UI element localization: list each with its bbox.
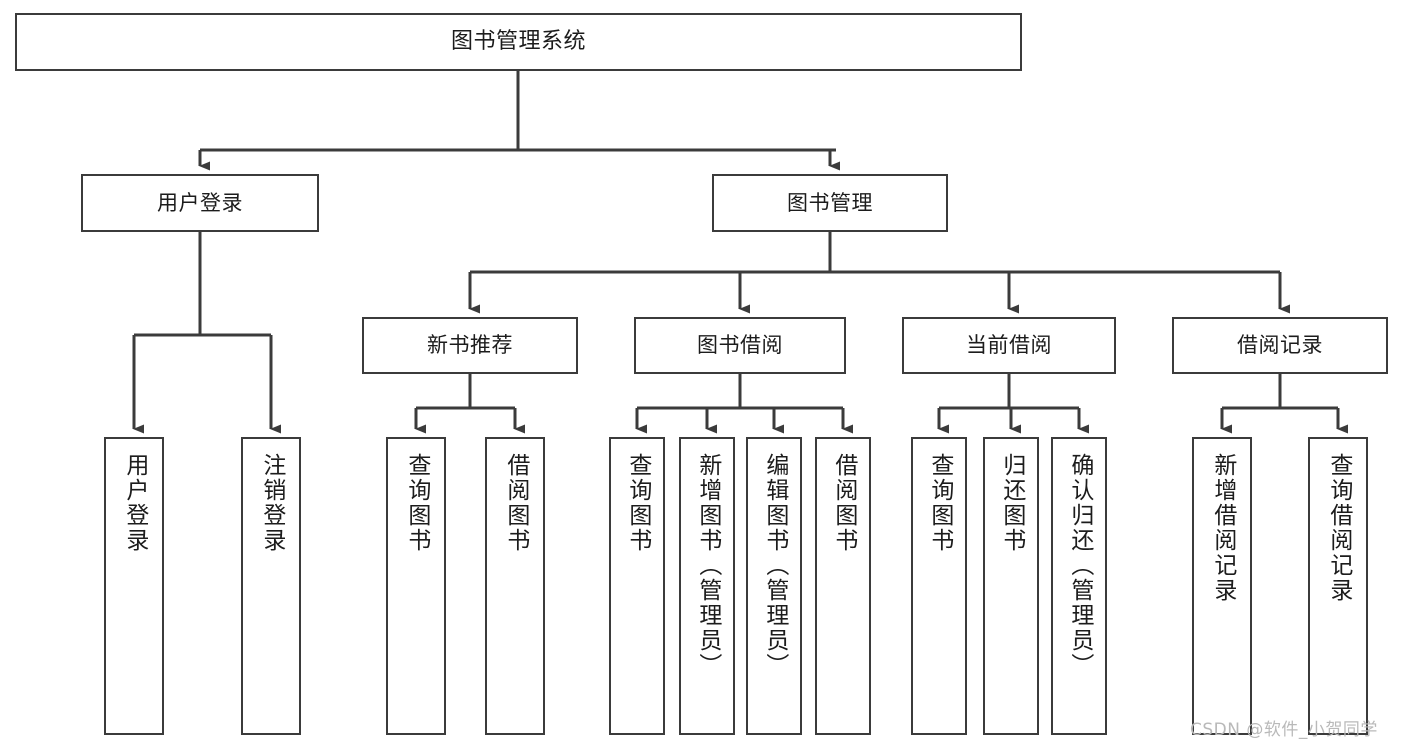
node-leaf-query-book-recommend[interactable]: 查询图书 [386, 437, 446, 735]
node-root-label: 图书管理系统 [450, 29, 586, 55]
node-leaf-borrow-book-label: 借阅图书 [830, 453, 857, 553]
node-leaf-return-book[interactable]: 归还图书 [983, 437, 1039, 735]
node-user-login-label: 用户登录 [157, 190, 243, 215]
node-leaf-user-login[interactable]: 用户登录 [104, 437, 164, 735]
node-leaf-query-book-borrow[interactable]: 查询图书 [609, 437, 665, 735]
node-leaf-edit-book-admin[interactable]: 编辑图书（管理员） [746, 437, 802, 735]
node-leaf-query-book-borrow-label: 查询图书 [624, 453, 651, 553]
node-leaf-logout[interactable]: 注销登录 [241, 437, 301, 735]
node-borrow-record-label: 借阅记录 [1237, 333, 1323, 358]
node-leaf-query-book-current-label: 查询图书 [926, 453, 953, 553]
node-leaf-borrow-book-recommend[interactable]: 借阅图书 [485, 437, 545, 735]
node-current-borrow[interactable]: 当前借阅 [902, 317, 1116, 374]
node-leaf-query-book-recommend-label: 查询图书 [403, 453, 430, 553]
node-book-borrow[interactable]: 图书借阅 [634, 317, 846, 374]
node-leaf-edit-book-admin-label: 编辑图书（管理员） [761, 453, 788, 678]
node-leaf-add-book-admin[interactable]: 新增图书（管理员） [679, 437, 735, 735]
node-leaf-user-login-label: 用户登录 [121, 453, 148, 553]
node-user-login[interactable]: 用户登录 [81, 174, 319, 232]
node-leaf-borrow-book-recommend-label: 借阅图书 [502, 453, 529, 553]
node-leaf-confirm-return-admin[interactable]: 确认归还（管理员） [1051, 437, 1107, 735]
node-new-book-recommend[interactable]: 新书推荐 [362, 317, 578, 374]
node-new-book-recommend-label: 新书推荐 [427, 333, 513, 358]
node-book-management-label: 图书管理 [787, 190, 873, 215]
node-leaf-borrow-book[interactable]: 借阅图书 [815, 437, 871, 735]
node-leaf-add-borrow-record-label: 新增借阅记录 [1209, 453, 1236, 603]
node-leaf-query-borrow-record-label: 查询借阅记录 [1325, 453, 1352, 603]
node-current-borrow-label: 当前借阅 [966, 333, 1052, 358]
node-leaf-query-book-current[interactable]: 查询图书 [911, 437, 967, 735]
node-borrow-record[interactable]: 借阅记录 [1172, 317, 1388, 374]
node-leaf-return-book-label: 归还图书 [998, 453, 1025, 553]
node-book-management[interactable]: 图书管理 [712, 174, 948, 232]
node-leaf-add-borrow-record[interactable]: 新增借阅记录 [1192, 437, 1252, 735]
node-leaf-add-book-admin-label: 新增图书（管理员） [694, 453, 721, 678]
node-leaf-confirm-return-admin-label: 确认归还（管理员） [1066, 453, 1093, 678]
node-book-borrow-label: 图书借阅 [697, 333, 783, 358]
node-leaf-query-borrow-record[interactable]: 查询借阅记录 [1308, 437, 1368, 735]
csdn-watermark: CSDN @软件_小贺同学 [1190, 720, 1378, 740]
node-leaf-logout-label: 注销登录 [258, 453, 285, 553]
node-root[interactable]: 图书管理系统 [15, 13, 1022, 71]
